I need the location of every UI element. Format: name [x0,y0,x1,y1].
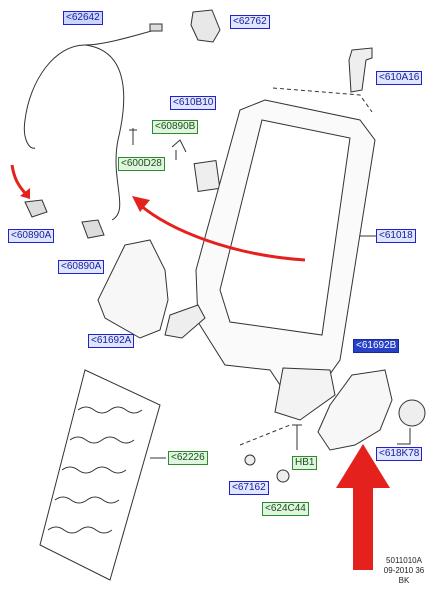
red-arrow-left [10,164,27,194]
cable-62642-branch [84,44,125,221]
label-62762[interactable]: <62762 [230,15,270,29]
spring-wave-3 [61,466,127,474]
seat-frame-inner [219,119,351,336]
red-arrow-big-head [336,444,390,488]
red-arrow-curve [139,203,306,262]
red-arrowhead-left [20,188,30,199]
knob-618K78 [398,399,426,427]
label-61692A[interactable]: <61692A [88,334,135,348]
label-60890B[interactable]: <60890B [152,120,199,134]
spring-wave-1 [77,406,143,414]
bushing-67162 [244,454,256,466]
label-60890A-1[interactable]: <60890A [8,229,55,243]
nut-624C44 [276,469,290,483]
spring-wave-5 [47,526,113,534]
leader-618K78 [397,428,411,445]
spring-wave-4 [54,496,120,504]
shield-61692B [317,369,393,451]
label-HB1[interactable]: HB1 [292,456,318,470]
label-62226[interactable]: <62226 [168,451,208,465]
bolt-60890B [129,128,137,145]
shield-61692A-pivot [164,304,206,339]
red-arrow-big-shaft [353,485,373,570]
recliner-bracket [274,367,336,421]
spring-wave-2 [69,436,135,444]
footer-line3: BK [398,576,410,585]
shield-61692A [97,239,169,339]
label-618K78[interactable]: <618K78 [376,447,423,461]
label-624C44[interactable]: <624C44 [262,502,309,516]
footer-line2: 09-2010 36 [383,566,425,575]
cable-connector [149,23,163,32]
label-600D28[interactable]: <600D28 [118,157,165,171]
bolt-HB1 [292,424,302,450]
label-62642[interactable]: <62642 [63,11,103,25]
bracket-600D28 [171,139,187,160]
footer-line1: 5011010A [386,556,422,565]
label-610B10[interactable]: <610B10 [170,96,217,110]
module-610B10 [193,160,221,192]
label-67162[interactable]: <67162 [229,481,269,495]
label-60890A-2[interactable]: <60890A [58,260,105,274]
clip-610A16 [348,47,373,93]
hidden-line-1 [239,424,291,446]
frame-back-edge [272,87,373,113]
label-61692B[interactable]: <61692B [353,339,400,353]
sensor-60890A-2 [81,219,105,239]
cable-62642 [23,29,156,149]
sensor-60890A-1 [24,199,48,218]
red-arrowhead-curve [132,196,150,212]
spring-mat-frame [39,369,161,581]
label-61018[interactable]: <61018 [376,229,416,243]
cover-62762 [190,9,221,43]
footer-note: 5011010A 09-2010 36 BK [376,556,432,586]
label-610A16[interactable]: <610A16 [376,71,423,85]
